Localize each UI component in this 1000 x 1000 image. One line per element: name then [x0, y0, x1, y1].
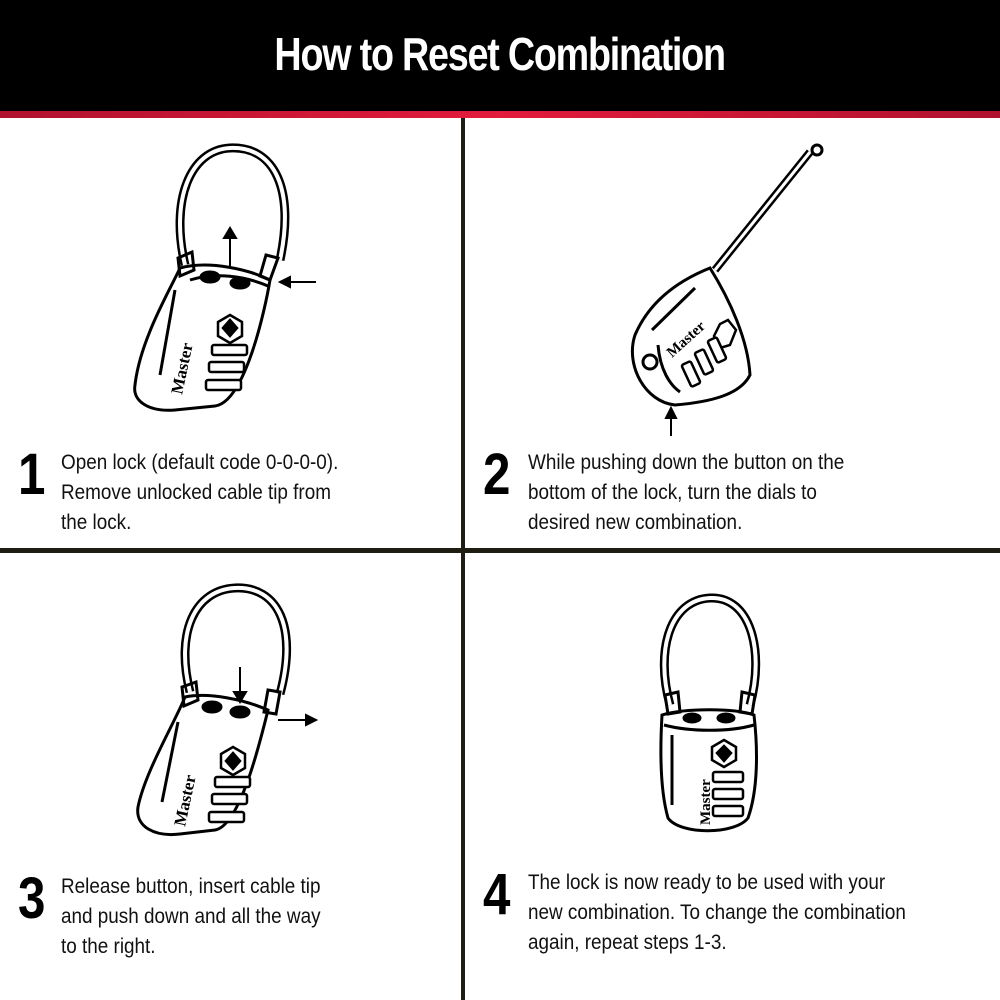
- step-number: 1: [18, 442, 46, 507]
- master-brand-label: Master: [170, 773, 199, 828]
- step-instruction: Open lock (default code 0-0-0-0). Remove…: [61, 448, 338, 538]
- instruction-line: While pushing down the button on the: [528, 451, 845, 474]
- step-instruction: Release button, insert cable tip and pus…: [61, 872, 321, 962]
- accent-stripe: [0, 111, 1000, 118]
- step-2: 2 While pushing down the button on the b…: [483, 442, 879, 538]
- lock-insert-illustration: Master: [136, 583, 319, 837]
- step-instruction: The lock is now ready to be used with yo…: [528, 868, 906, 958]
- step-number: 4: [483, 862, 511, 927]
- page-title: How to Reset Combination: [274, 27, 727, 80]
- instruction-line: desired new combination.: [528, 511, 743, 534]
- master-brand-label: Master: [167, 341, 196, 396]
- lock-open-illustration: Master: [133, 143, 316, 412]
- instruction-line: Remove unlocked cable tip from: [61, 481, 331, 504]
- header-banner: How to Reset Combination: [0, 0, 1000, 111]
- step-instruction: While pushing down the button on the bot…: [528, 448, 844, 538]
- instruction-line: and push down and all the way: [61, 905, 321, 928]
- horizontal-divider: [0, 548, 1000, 553]
- instruction-line: bottom of the lock, turn the dials to: [528, 481, 817, 504]
- step-4: 4 The lock is now ready to be used with …: [483, 862, 948, 958]
- lock-button-illustration: Master: [630, 143, 824, 436]
- master-brand-label: Master: [698, 779, 714, 825]
- step-number: 3: [18, 866, 46, 931]
- instruction-line: Open lock (default code 0-0-0-0).: [61, 451, 339, 474]
- instruction-line: the lock.: [61, 511, 132, 534]
- instruction-line: Release button, insert cable tip: [61, 875, 321, 898]
- step-1: 1 Open lock (default code 0-0-0-0). Remo…: [18, 442, 369, 538]
- vertical-divider: [461, 118, 465, 1000]
- instruction-line: new combination. To change the combinati…: [528, 901, 906, 924]
- step-3: 3 Release button, insert cable tip and p…: [18, 866, 349, 962]
- instruction-line: again, repeat steps 1-3.: [528, 931, 727, 954]
- step-number: 2: [483, 442, 511, 507]
- lock-closed-illustration: Master: [659, 593, 761, 833]
- instruction-line: to the right.: [61, 935, 156, 958]
- instruction-line: The lock is now ready to be used with yo…: [528, 871, 886, 894]
